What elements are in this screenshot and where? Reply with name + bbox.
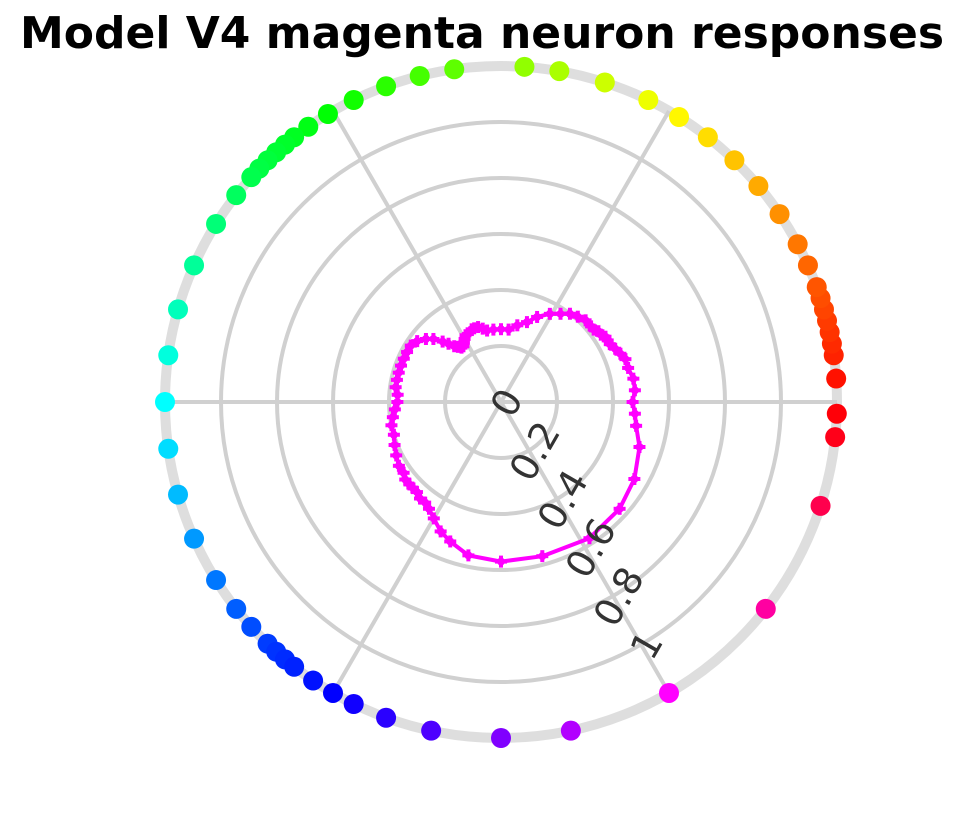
response-marker-39	[436, 335, 449, 348]
reference-point-36	[158, 345, 179, 366]
reference-point-35	[168, 299, 189, 320]
reference-point-34	[184, 255, 205, 276]
reference-point-12	[748, 176, 769, 197]
reference-point-38	[158, 438, 179, 459]
reference-hue-ring	[155, 56, 847, 748]
response-marker-1	[628, 384, 641, 397]
response-marker-54	[385, 419, 398, 432]
response-marker-55	[387, 428, 400, 441]
response-marker-57	[390, 449, 403, 462]
reference-point-51	[376, 707, 397, 728]
response-marker-73	[583, 532, 596, 545]
grid-spoke-300	[499, 401, 671, 694]
response-marker-52	[388, 403, 401, 416]
response-marker-67	[427, 512, 440, 525]
response-marker-20	[520, 316, 533, 329]
response-marker-66	[422, 502, 435, 515]
reference-point-22	[376, 76, 397, 97]
grid-spoke-120	[331, 110, 503, 404]
reference-point-49	[323, 682, 343, 703]
response-curve	[385, 307, 646, 568]
reference-point-48	[303, 670, 324, 691]
reference-point-41	[206, 570, 227, 591]
response-marker-58	[392, 459, 405, 472]
response-marker-77	[630, 419, 643, 432]
reference-point-13	[724, 150, 745, 171]
reference-point-42	[226, 598, 247, 619]
reference-point-11	[769, 204, 790, 225]
response-marker-0	[626, 396, 639, 408]
reference-point-24	[317, 103, 338, 124]
chart-title: Model V4 magenta neuron responses	[20, 8, 945, 59]
response-marker-19	[531, 310, 544, 323]
reference-point-31	[241, 167, 262, 188]
reference-point-33	[206, 213, 227, 234]
reference-point-19	[514, 56, 535, 77]
response-marker-18	[543, 307, 556, 320]
response-marker-17	[554, 307, 567, 320]
grid-spoke-60	[499, 110, 671, 404]
reference-point-8	[806, 277, 827, 298]
reference-point-16	[638, 90, 659, 111]
response-marker-69	[444, 535, 457, 548]
response-marker-13	[585, 320, 598, 333]
response-marker-71	[495, 555, 507, 568]
reference-point-20	[444, 59, 465, 80]
response-marker-21	[511, 319, 524, 332]
reference-point-39	[168, 484, 189, 505]
response-marker-75	[628, 473, 641, 485]
response-marker-3	[622, 361, 635, 374]
reference-point-17	[594, 72, 615, 93]
reference-point-32	[226, 185, 247, 206]
reference-point-54	[560, 720, 581, 741]
reference-point-55	[659, 682, 679, 703]
reference-point-23	[343, 90, 364, 111]
reference-point-15	[669, 107, 690, 128]
response-marker-40	[427, 332, 440, 345]
reference-point-43	[241, 616, 262, 637]
reference-point-10	[787, 234, 808, 255]
response-marker-78	[628, 407, 641, 420]
reference-point-53	[491, 728, 511, 748]
reference-point-52	[421, 720, 442, 741]
grid-spoke-240	[331, 401, 503, 694]
r-tick-label-0: 0	[482, 381, 532, 424]
response-marker-2	[627, 372, 640, 385]
reference-point-47	[284, 656, 305, 677]
reference-point-1	[826, 368, 847, 389]
response-marker-42	[411, 335, 424, 348]
reference-point-21	[409, 65, 430, 86]
response-marker-56	[388, 439, 401, 452]
reference-point-50	[343, 693, 364, 714]
reference-point-18	[549, 61, 570, 82]
response-marker-68	[434, 525, 447, 538]
reference-point-0	[826, 403, 847, 424]
response-marker-74	[613, 502, 626, 515]
reference-point-25	[298, 116, 319, 137]
response-marker-70	[462, 549, 475, 562]
reference-point-9	[797, 255, 818, 276]
response-marker-76	[633, 440, 646, 453]
reference-point-58	[825, 427, 846, 448]
reference-point-37	[155, 392, 175, 412]
response-marker-41	[419, 333, 432, 346]
reference-point-14	[697, 127, 718, 148]
reference-point-56	[755, 598, 776, 619]
reference-point-40	[184, 528, 205, 549]
radial-tick-labels: 00.20.40.60.81	[482, 381, 672, 666]
reference-point-57	[810, 495, 831, 516]
response-marker-72	[536, 550, 549, 563]
